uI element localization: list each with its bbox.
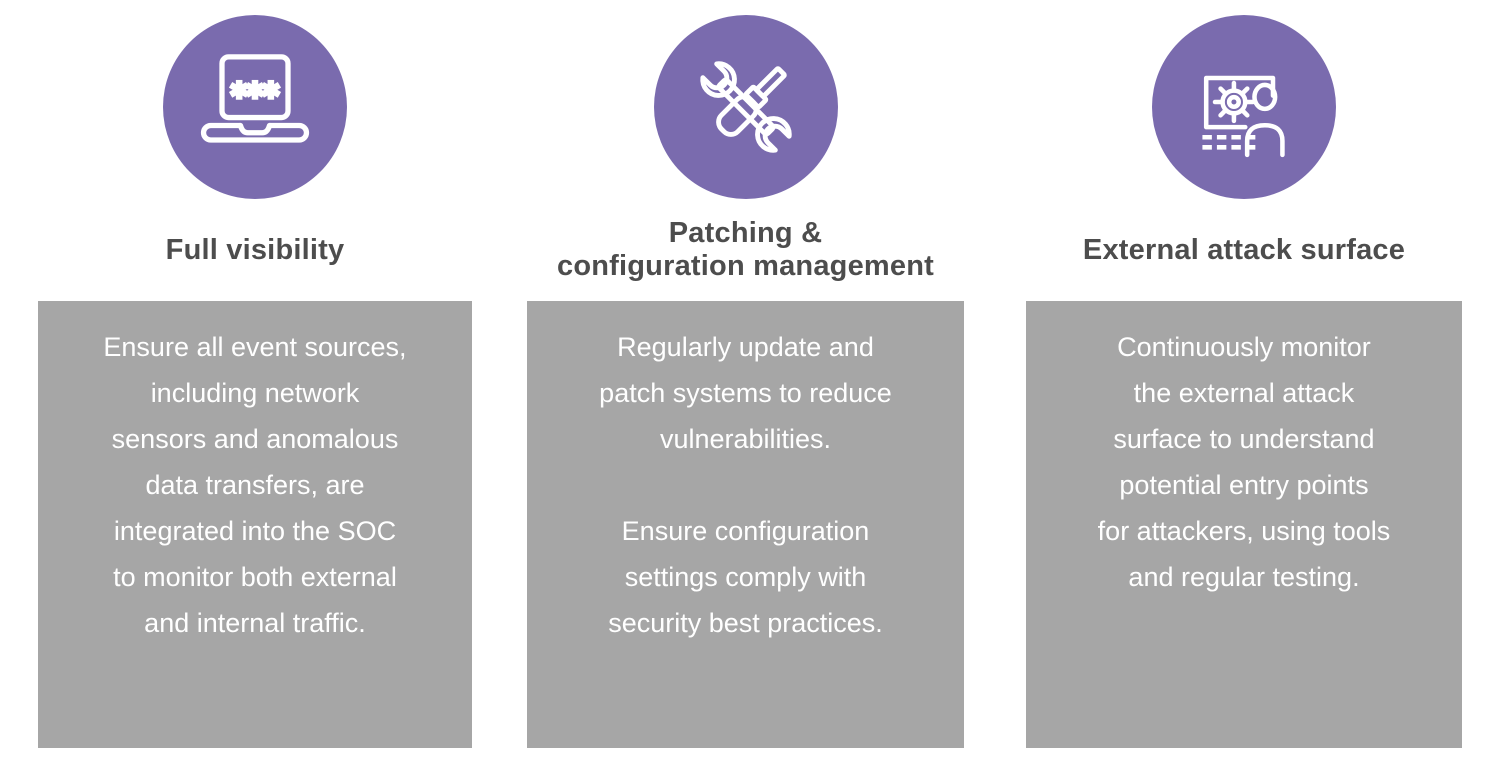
column-patching-configuration: Patching & configuration management Regu… [527,0,964,748]
column-full-visibility: Full visibility Ensure all event sources… [38,0,472,748]
column-body-box: Continuously monitor the external attack… [1026,301,1462,748]
column-title: External attack surface [1082,233,1406,266]
external-attack-icon-circle [1152,15,1336,199]
full-visibility-icon-circle [163,15,347,199]
monitor-gear-person-icon [1202,75,1285,158]
column-external-attack-surface: External attack surface Continuously mon… [1026,0,1462,748]
laptop-password-icon [200,54,310,143]
wrench-screwdriver-icon [699,61,792,153]
patching-icon-circle [653,15,838,199]
column-body-text: Continuously monitor the external attack… [1097,332,1391,592]
column-body-text: Ensure all event sources, including netw… [103,332,407,638]
column-body-box: Ensure all event sources, including netw… [38,301,472,748]
column-body-box: Regularly update and patch systems to re… [527,301,964,748]
column-title: Patching & configuration management [557,217,934,282]
column-body-text: Regularly update and patch systems to re… [599,332,892,638]
column-title: Full visibility [165,233,345,266]
